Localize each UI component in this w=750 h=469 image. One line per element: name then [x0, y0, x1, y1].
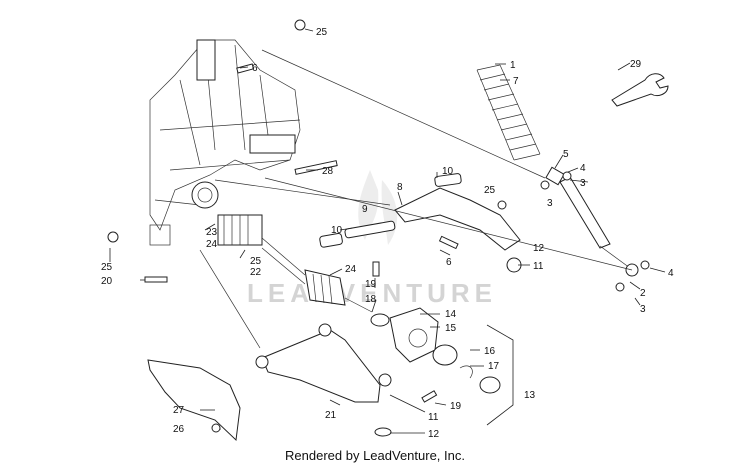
callout-label: 25	[250, 256, 262, 267]
callout-label: 4	[580, 163, 586, 174]
callout-label: 2	[640, 288, 646, 299]
callout-label: 3	[580, 178, 586, 189]
group-bracket	[486, 324, 514, 426]
callout-label: 10	[331, 225, 343, 236]
callout-label: 19	[365, 279, 377, 290]
callout-label: 12	[428, 429, 440, 440]
callout-label: 3	[640, 304, 646, 315]
callout-label: 26	[173, 424, 185, 435]
callout-label: 8	[397, 182, 403, 193]
callout-label: 16	[484, 346, 496, 357]
callout-label: 17	[488, 361, 500, 372]
callout-label: 14	[445, 309, 457, 320]
a-arm-guard	[147, 359, 241, 442]
callout-label: 15	[445, 323, 457, 334]
callout-label: 6	[446, 257, 452, 268]
steering-knuckle	[389, 307, 439, 363]
callout-label: 1	[510, 60, 516, 71]
callout-label: 22	[250, 267, 262, 278]
callout-label: 25	[316, 27, 328, 38]
front-differential	[191, 181, 219, 209]
callout-label: 10	[442, 166, 454, 177]
callout-label: 23	[206, 227, 218, 238]
fasteners	[107, 19, 650, 403]
axle-washer	[370, 313, 390, 327]
callout-label: 4	[668, 268, 674, 279]
footer-credit: Rendered by LeadVenture, Inc.	[285, 448, 465, 463]
callout-label: 28	[322, 166, 334, 177]
callout-label: 19	[450, 401, 462, 412]
snap-ring	[459, 365, 473, 379]
lower-a-arm	[255, 323, 381, 403]
leader-lines	[109, 28, 666, 434]
callout-label: 11	[428, 412, 439, 423]
hub-seal	[479, 376, 501, 394]
driveshaft-coupler	[249, 134, 296, 154]
spanner-wrench	[611, 73, 669, 107]
wheel-bearing	[432, 344, 458, 366]
callout-label: 27	[173, 405, 185, 416]
upper-bushing	[319, 232, 343, 248]
callout-label: 24	[206, 239, 218, 250]
callout-label: 5	[563, 149, 569, 160]
ball-joint-lower	[378, 373, 392, 387]
callout-label: 20	[101, 276, 113, 287]
callout-label: 25	[484, 185, 496, 196]
callout-label: 12	[533, 243, 545, 254]
callout-label: 21	[325, 410, 337, 421]
cv-axle	[217, 214, 373, 313]
callout-label: 11	[533, 261, 544, 272]
frame-upper-bracket	[196, 39, 216, 81]
callout-label: 29	[630, 59, 642, 70]
watermark-text: LEADVENTURE	[247, 278, 497, 308]
callout-label: 25	[101, 262, 113, 273]
shock-absorber	[545, 166, 639, 277]
coil-spring	[476, 64, 541, 161]
upper-a-arm	[394, 173, 521, 251]
lower-clip	[374, 427, 392, 437]
callout-label: 9	[362, 204, 368, 215]
callout-label: 18	[365, 294, 377, 305]
arrow-lines	[199, 49, 633, 349]
callout-label: 7	[513, 76, 519, 87]
upper-pivot-shaft	[344, 220, 396, 239]
atv-frame	[149, 39, 301, 246]
callout-label: 24	[345, 264, 357, 275]
callout-label: 13	[524, 390, 536, 401]
callout-label: 6	[252, 63, 258, 74]
callout-label: 3	[547, 198, 553, 209]
callouts: 25 6 1 7 29 28 5 4 3 3 10 8 25 9 10 23 2…	[101, 27, 674, 440]
guard-bolt	[211, 423, 221, 433]
